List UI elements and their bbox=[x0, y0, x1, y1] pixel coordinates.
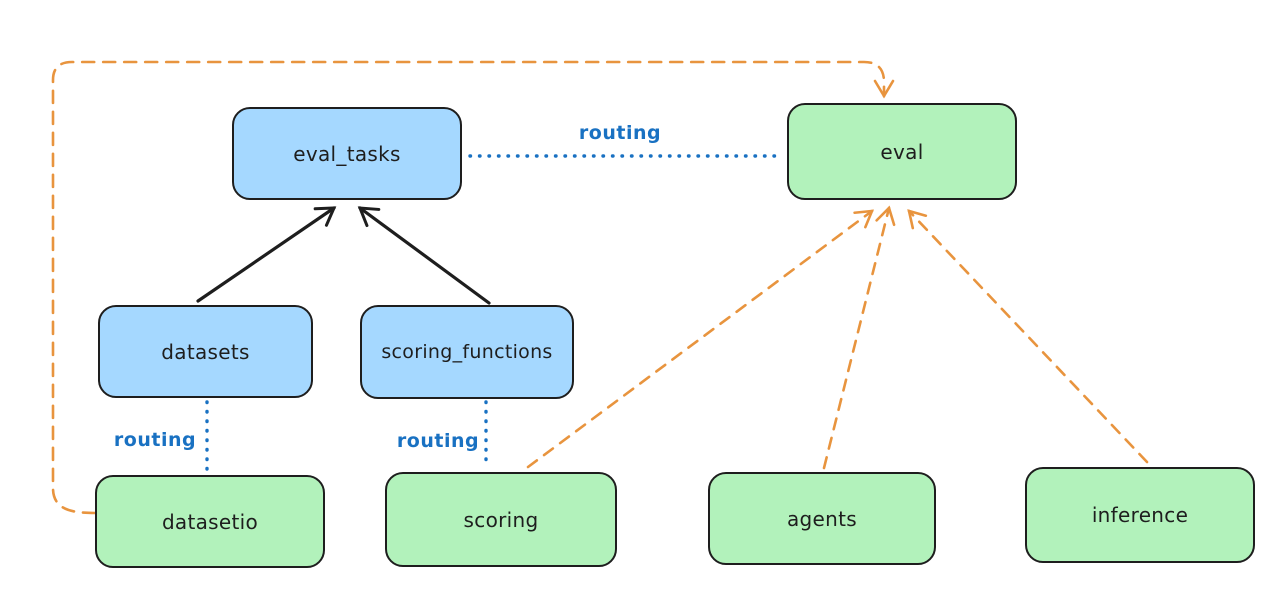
node-scoring-functions: scoring_functions bbox=[360, 305, 574, 399]
node-eval-tasks-label: eval_tasks bbox=[293, 141, 401, 166]
edge-datasets-eval-tasks bbox=[196, 206, 337, 303]
edge-scoring-eval bbox=[526, 209, 875, 469]
node-scoring-label: scoring bbox=[463, 507, 539, 532]
node-agents-label: agents bbox=[787, 506, 857, 531]
node-scoring-functions-label: scoring_functions bbox=[381, 341, 553, 363]
edge-scoring-functions-eval-tasks bbox=[357, 206, 491, 305]
node-inference: inference bbox=[1025, 467, 1255, 563]
node-inference-label: inference bbox=[1091, 503, 1189, 527]
edge-inference-eval bbox=[907, 209, 1149, 464]
edge-agents-eval bbox=[822, 205, 896, 470]
node-scoring: scoring bbox=[385, 472, 617, 567]
node-eval-tasks: eval_tasks bbox=[232, 107, 462, 200]
node-datasets-label: datasets bbox=[161, 339, 250, 364]
node-agents: agents bbox=[708, 472, 936, 565]
edge-label-routing-datasets: routing bbox=[113, 429, 197, 451]
node-datasetio-label: datasetio bbox=[161, 509, 259, 534]
node-eval: eval bbox=[787, 103, 1017, 200]
edge-label-routing-scoring: routing bbox=[396, 430, 480, 452]
node-eval-label: eval bbox=[880, 139, 924, 164]
node-datasets: datasets bbox=[98, 305, 313, 398]
edge-label-routing-top: routing bbox=[578, 122, 662, 144]
node-datasetio: datasetio bbox=[95, 475, 325, 568]
edge-datasetio-eval-loop bbox=[51, 60, 895, 515]
